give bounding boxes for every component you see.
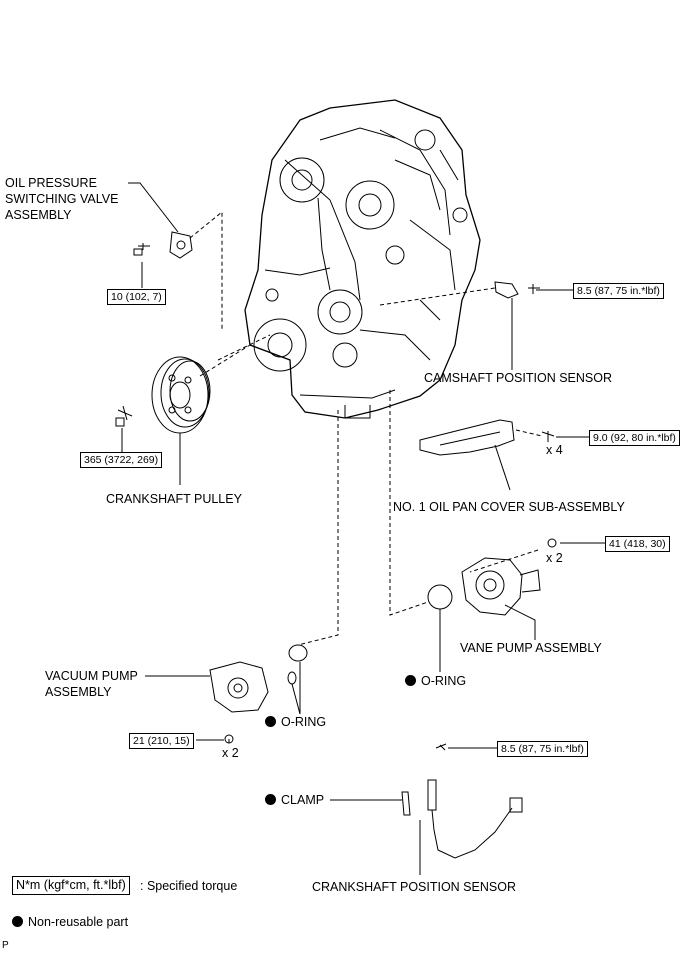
oil-pressure-valve-part [133,231,193,259]
crankshaft-sensor-part [401,743,523,859]
vacuum-pump-label: VACUUM PUMP ASSEMBLY [45,669,138,699]
oring-left-small [287,671,297,685]
crank-sensor-torque-box: 8.5 (87, 75 in.*lbf) [497,741,588,757]
nonreusable-dot-icon [265,716,276,727]
vane-pump-label: VANE PUMP ASSEMBLY [460,641,602,655]
nonreusable-dot-icon [12,916,23,927]
vacuum-pump-qty: x 2 [222,746,239,760]
oring-right-part [427,584,453,610]
crankshaft-sensor-label: CRANKSHAFT POSITION SENSOR [312,880,516,894]
footer-code: P [2,940,9,951]
engine-block [244,99,481,419]
crankshaft-pulley-label: CRANKSHAFT PULLEY [106,492,242,506]
crankshaft-pulley-part [115,356,211,434]
vacuum-pump-torque-box: 21 (210, 15) [129,733,194,749]
legend-torque-desc: : Specified torque [140,879,238,893]
vane-pump-qty: x 2 [546,551,563,565]
oring-left-part [288,644,308,662]
oil-valve-torque-box: 10 (102, 7) [107,289,166,305]
oring-left-label: O-RING [265,714,326,730]
oil-pan-cover-label: NO. 1 OIL PAN COVER SUB-ASSEMBLY [393,500,625,514]
legend-torque-box: N*m (kgf*cm, ft.*lbf) [12,876,130,895]
pulley-torque-box: 365 (3722, 269) [80,452,163,468]
oil-pressure-valve-label: OIL PRESSURE SWITCHING VALVE ASSEMBLY [5,176,119,222]
nonreusable-dot-icon [405,675,416,686]
camshaft-sensor-part [494,281,540,299]
vane-pump-part [461,538,557,616]
alignment-lines [189,210,543,646]
oil-pan-qty: x 4 [546,443,563,457]
vacuum-pump-part [209,661,269,744]
camshaft-torque-box: 8.5 (87, 75 in.*lbf) [573,283,664,299]
oring-right-label: O-RING [405,673,466,689]
oil-pan-cover-part [419,419,555,456]
oil-pan-torque-box: 9.0 (92, 80 in.*lbf) [589,430,680,446]
camshaft-sensor-label: CAMSHAFT POSITION SENSOR [424,371,612,385]
vane-pump-torque-box: 41 (418, 30) [605,536,670,552]
leader-lines [121,182,605,875]
legend-nonreusable: Non-reusable part [12,914,128,930]
clamp-label: CLAMP [265,792,324,808]
nonreusable-dot-icon [265,794,276,805]
